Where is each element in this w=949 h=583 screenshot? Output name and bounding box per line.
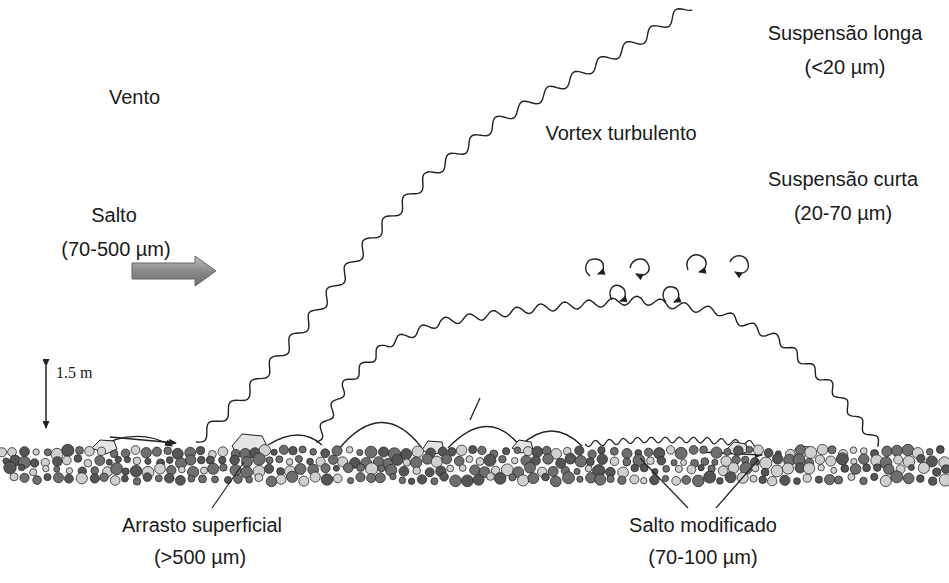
text-label: (<20 µm): [805, 56, 886, 78]
ground-particles: [0, 444, 949, 487]
text-label: 1.5 m: [56, 364, 92, 382]
text-label: Suspensão longa: [768, 22, 923, 44]
text-label: Salto modificado: [629, 514, 777, 536]
text-label: Salto: [91, 204, 137, 226]
text-label: Suspensão curta: [768, 168, 918, 190]
moving-grains: [92, 434, 812, 458]
leader-lines: [212, 458, 758, 508]
text-label: (70-100 µm): [648, 546, 757, 568]
text-label: Arrasto superficial: [122, 514, 282, 536]
turbulent-vortices: [586, 255, 749, 302]
suspension-paths: [196, 9, 879, 447]
text-label: Vento: [109, 86, 160, 108]
text-label: Vortex turbulento: [545, 122, 696, 144]
text-label: (20-70 µm): [794, 202, 892, 224]
text-label: (70-500 µm): [61, 238, 170, 260]
height-dimension: [45, 366, 47, 428]
wind-arrow: [132, 256, 216, 286]
saltation-trajectories: [92, 398, 762, 455]
text-label: (>500 µm): [154, 546, 246, 568]
